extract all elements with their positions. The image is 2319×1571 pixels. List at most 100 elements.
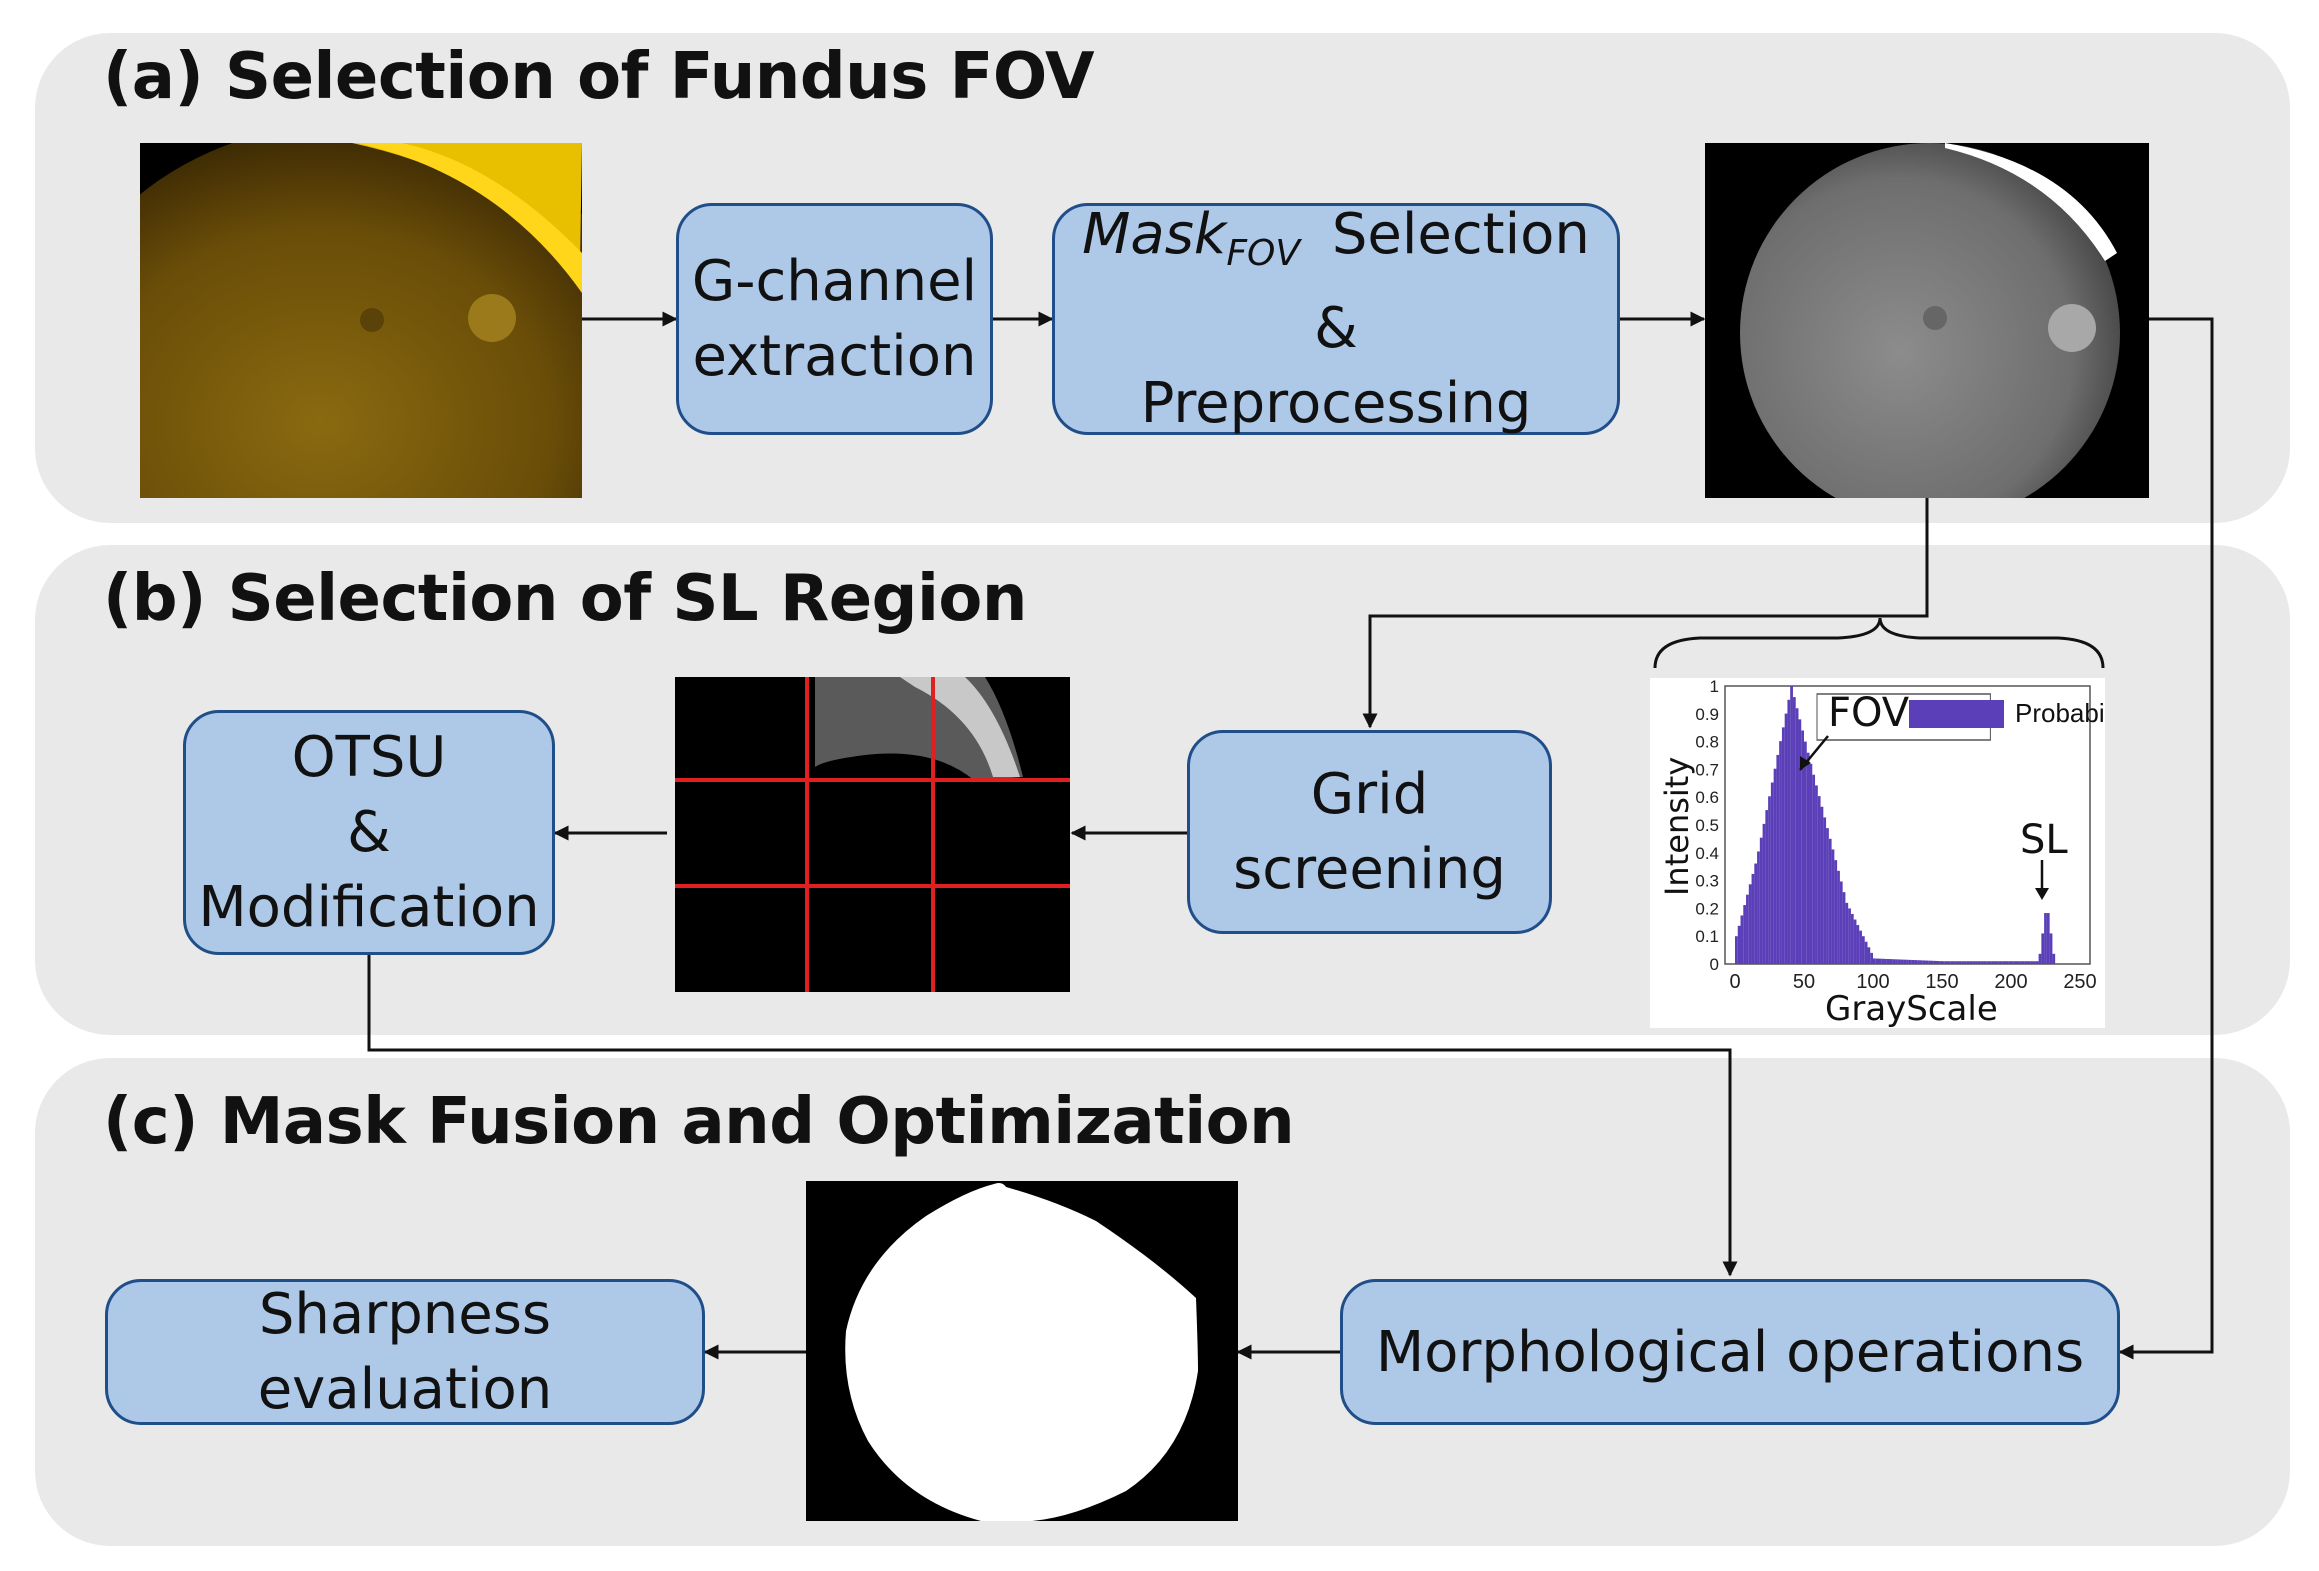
hist-bar xyxy=(1828,838,1832,964)
hist-bar xyxy=(1864,941,1868,964)
hist-bar xyxy=(1757,851,1760,964)
hist-ytick-label: 0.6 xyxy=(1695,788,1719,807)
grid-screening-line2: screening xyxy=(1233,837,1506,902)
hist-bar xyxy=(1903,959,1907,964)
hist-bar xyxy=(1837,870,1840,964)
hist-bar xyxy=(1936,960,1940,964)
hist-bar xyxy=(1944,961,1948,964)
hist-bar xyxy=(1859,930,1862,964)
hist-bar xyxy=(1795,708,1799,964)
hist-xtick-label: 200 xyxy=(1994,971,2027,993)
otsu-line3: Modification xyxy=(198,875,540,940)
hist-ytick-label: 0.5 xyxy=(1695,816,1719,835)
hist-bar xyxy=(2022,961,2025,964)
hist-bar xyxy=(1950,961,1954,964)
hist-bar xyxy=(1922,960,1926,964)
hist-bar xyxy=(1988,961,1992,964)
hist-bar xyxy=(1781,727,1785,964)
hist-bar xyxy=(1839,881,1843,964)
hist-bar xyxy=(2046,913,2050,964)
hist-bar xyxy=(2049,933,2053,964)
hist-bar xyxy=(1977,961,1981,964)
hist-annotation-fov: FOV xyxy=(1828,690,1910,736)
hist-bar xyxy=(2024,961,2028,964)
hist-bar xyxy=(2016,961,2020,964)
otsu-line2: & xyxy=(347,800,391,865)
hist-bar xyxy=(2008,961,2011,964)
hist-bar xyxy=(1942,961,1945,964)
hist-bar xyxy=(1980,961,1984,964)
hist-ytick-label: 0.8 xyxy=(1695,733,1719,752)
hist-bar xyxy=(1975,961,1978,964)
hist-bar xyxy=(1751,873,1755,964)
hist-bar xyxy=(1820,806,1824,964)
hist-bar xyxy=(1908,959,1912,964)
hist-bar xyxy=(1801,730,1804,964)
hist-bar xyxy=(1770,782,1774,964)
hist-bar xyxy=(1875,958,1879,964)
hist-bar xyxy=(1947,961,1951,964)
hist-ytick-label: 0.4 xyxy=(1695,844,1719,863)
hist-bar xyxy=(1743,905,1747,964)
hist-ytick-label: 0 xyxy=(1710,955,1719,974)
hist-bar xyxy=(1939,961,1942,964)
hist-bar xyxy=(1762,823,1766,964)
hist-bar xyxy=(2044,913,2047,964)
mask-fov-line1: MaskFOV Selection xyxy=(1082,197,1590,291)
hist-bar xyxy=(1759,837,1763,964)
g-channel-line2: extraction xyxy=(692,324,977,389)
hist-bar xyxy=(1870,952,1873,964)
g-channel-line1: G-channel xyxy=(691,249,978,314)
hist-xtick-label: 0 xyxy=(1729,971,1740,993)
hist-bar xyxy=(1787,699,1791,964)
hist-bar xyxy=(1754,863,1758,964)
hist-bar xyxy=(1792,697,1796,964)
hist-bar xyxy=(1861,936,1865,964)
hist-bar xyxy=(1878,958,1882,964)
sharp-label: Sharpness evaluation xyxy=(257,1282,553,1422)
hist-bar xyxy=(1790,686,1793,964)
mask-fov-selection-box: MaskFOV Selection & Preprocessing xyxy=(1052,202,1620,436)
hist-bar xyxy=(1740,915,1744,964)
hist-bar xyxy=(2019,961,2023,964)
hist-xtick-label: 100 xyxy=(1856,971,1889,993)
hist-bar xyxy=(1737,925,1741,964)
hist-legend-swatch xyxy=(1909,700,2004,728)
hist-bar xyxy=(1817,796,1821,964)
hist-bar xyxy=(1925,960,1929,964)
hist-bar xyxy=(1804,741,1807,964)
hist-bar xyxy=(1881,958,1885,964)
hist-bar xyxy=(1842,892,1846,964)
hist-bar xyxy=(1798,719,1802,964)
panel-a-title: (a) Selection of Fundus FOV xyxy=(103,40,1095,114)
hist-bar xyxy=(2033,961,2036,964)
hist-bar xyxy=(1831,849,1835,964)
hist-bar xyxy=(1773,768,1777,964)
hist-bar xyxy=(2052,953,2056,964)
hist-ytick-label: 1 xyxy=(1710,678,1719,696)
mask-fov-sub: FOV xyxy=(1226,233,1301,275)
hist-bar xyxy=(1850,913,1854,964)
hist-bar xyxy=(2005,961,2009,964)
hist-bar xyxy=(1886,958,1890,964)
hist-bar xyxy=(1961,961,1965,964)
hist-bar xyxy=(1895,959,1898,964)
hist-xtick-label: 150 xyxy=(1925,971,1958,993)
hist-bar xyxy=(1900,959,1904,964)
hist-bar xyxy=(1986,961,1989,964)
hist-bar xyxy=(1969,961,1973,964)
hist-bar xyxy=(1746,894,1749,964)
hist-bar xyxy=(1991,961,1995,964)
mask-fov-pre: Preprocessing xyxy=(1140,371,1532,437)
hist-bar xyxy=(1958,961,1962,964)
hist-bar xyxy=(1812,774,1816,964)
hist-bar xyxy=(2027,961,2031,964)
hist-ytick-label: 0.7 xyxy=(1695,760,1719,779)
hist-bar xyxy=(1815,785,1818,964)
morphological-operations-box: Morphological operations xyxy=(1340,1279,2120,1425)
hist-bar xyxy=(2013,961,2017,964)
hist-bar xyxy=(1972,961,1976,964)
otsu-line1: OTSU xyxy=(291,725,447,790)
hist-bar xyxy=(1892,959,1896,964)
